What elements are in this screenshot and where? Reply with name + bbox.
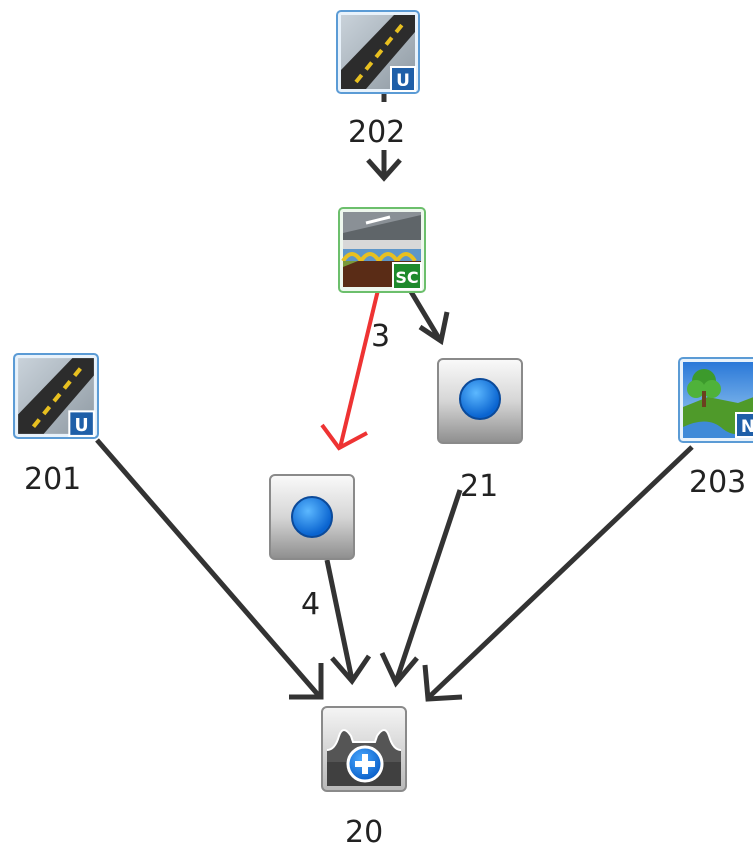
node-202[interactable]: U — [336, 10, 420, 94]
node-201-label: 201 — [24, 462, 82, 497]
edge-3-4 — [320, 289, 380, 451]
edge-4-20 — [324, 559, 372, 686]
node-202-badge: U — [396, 71, 410, 91]
edge-21-20 — [379, 489, 463, 688]
edge-3-21 — [407, 288, 450, 346]
node-4-label: 4 — [301, 587, 321, 622]
node-203-badge: N — [741, 417, 753, 437]
blue-dot-icon — [437, 358, 523, 444]
landscape-icon: N — [678, 357, 753, 443]
node-3-label: 3 — [371, 319, 391, 354]
road-icon: U — [13, 353, 99, 439]
blue-dot-icon — [269, 474, 355, 560]
node-20-label: 20 — [345, 815, 384, 850]
node-203[interactable]: N — [678, 357, 753, 443]
node-3[interactable]: SC — [338, 207, 426, 293]
terrain-add-icon — [321, 706, 407, 792]
edge-203-20 — [422, 445, 694, 702]
edge-201-20 — [95, 438, 324, 700]
node-201[interactable]: U — [13, 353, 99, 439]
node-203-label: 203 — [689, 465, 747, 500]
road-icon: U — [336, 10, 420, 94]
node-3-badge: SC — [395, 268, 418, 287]
node-4[interactable] — [269, 474, 355, 560]
node-21[interactable] — [437, 358, 523, 444]
node-201-badge: U — [75, 416, 89, 436]
node-20[interactable] — [321, 706, 407, 792]
node-21-label: 21 — [460, 469, 499, 504]
bridge-road-icon: SC — [338, 207, 426, 293]
node-202-label: 202 — [348, 115, 406, 150]
